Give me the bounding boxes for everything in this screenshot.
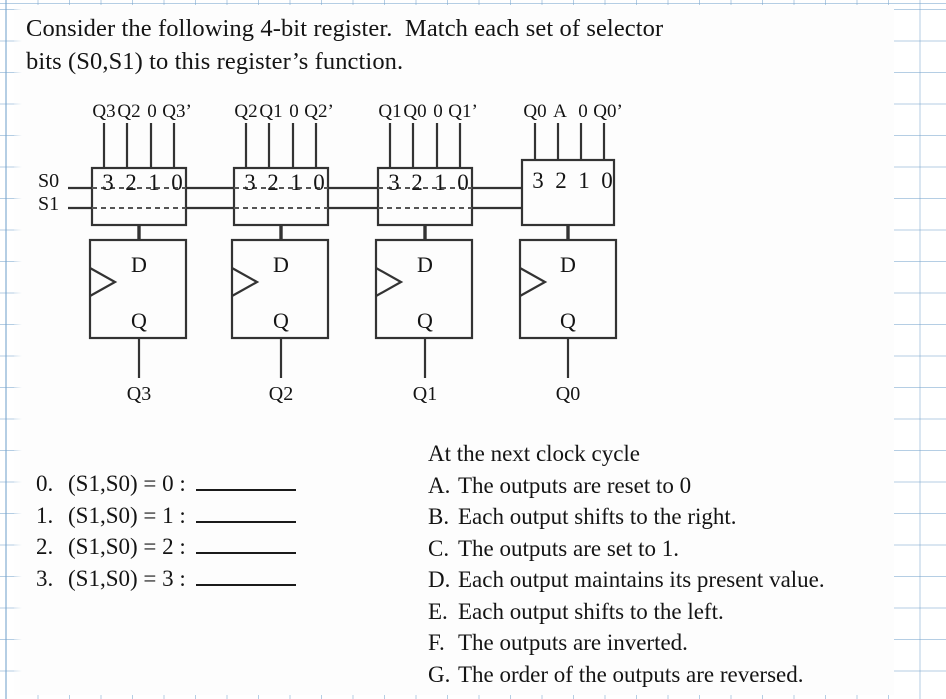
stage4-mux-port-3: 3 bbox=[532, 168, 544, 193]
stage1-mux-port-3: 3 bbox=[102, 170, 114, 195]
stage4-output-label: Q0 bbox=[556, 383, 580, 405]
stage4-ff-d-label: D bbox=[560, 252, 576, 277]
stage4-input-label-0: Q0 bbox=[523, 101, 546, 122]
selector-text-3: (S1,S0) = 3 : bbox=[68, 565, 186, 591]
answer-option-c[interactable]: C. The outputs are set to 1. bbox=[428, 533, 825, 565]
stage1-output-label: Q3 bbox=[127, 383, 151, 405]
selector-row-3: 3. (S1,S0) = 3 : bbox=[36, 563, 296, 595]
stage1-mux-port-1: 1 bbox=[148, 170, 160, 195]
selector-text-2: (S1,S0) = 2 : bbox=[68, 534, 186, 559]
stage1-input-label-3: Q3’ bbox=[162, 101, 192, 122]
answer-option-b[interactable]: B. Each output shifts to the right. bbox=[428, 501, 825, 533]
stage2-mux-port-0: 0 bbox=[313, 170, 325, 195]
answer-letter-g: G. bbox=[428, 661, 451, 687]
answers-heading: At the next clock cycle bbox=[428, 441, 641, 466]
answer-text-a: The outputs are reset to 0 bbox=[458, 472, 692, 498]
answer-letter-c: C. bbox=[428, 535, 450, 561]
stage3-input-label-1: Q0 bbox=[403, 101, 426, 122]
stage4-mux-port-0: 0 bbox=[601, 168, 613, 193]
answer-text-b: Each output shifts to the right. bbox=[458, 504, 737, 529]
stage3-ff-d-label: D bbox=[417, 252, 433, 277]
selector-row-2: 2. (S1,S0) = 2 : bbox=[36, 531, 296, 563]
answer-option-f[interactable]: F. The outputs are inverted. bbox=[428, 627, 825, 659]
page-surface bbox=[14, 5, 894, 695]
selector-row-0: 0. (S1,S0) = 0 : bbox=[36, 468, 296, 500]
stage2-input-label-1: Q1 bbox=[259, 101, 282, 122]
stage3-mux-port-2: 2 bbox=[411, 170, 423, 195]
answer-text-g: The order of the outputs are reversed. bbox=[458, 661, 804, 687]
stage2-clock-triangle bbox=[231, 267, 260, 297]
selector-number-2: 2. bbox=[36, 534, 54, 559]
stage3-ff-q-label: Q bbox=[417, 308, 433, 333]
stage4-clock-triangle bbox=[519, 267, 548, 297]
stage2-output-label: Q2 bbox=[269, 383, 293, 405]
stage1-ff-q-label: Q bbox=[131, 308, 147, 333]
stage1-mux-port-0: 0 bbox=[171, 170, 183, 195]
stage2-mux-port-2: 2 bbox=[267, 170, 279, 195]
selector-answer-blank-2[interactable] bbox=[195, 535, 296, 554]
answer-option-g[interactable]: G. The order of the outputs are reversed… bbox=[428, 659, 825, 691]
stage3-output-label: Q1 bbox=[413, 383, 437, 405]
answer-letter-f: F. bbox=[428, 630, 445, 655]
answer-option-d[interactable]: D. Each output maintains its present val… bbox=[428, 564, 825, 596]
stage4-input-label-3: Q0’ bbox=[593, 101, 623, 122]
stage1-input-label-0: Q3 bbox=[92, 101, 115, 122]
selector-answer-blank-0[interactable] bbox=[195, 472, 296, 491]
selector-text-1: (S1,S0) = 1 : bbox=[68, 502, 186, 528]
stage2-mux-port-3: 3 bbox=[244, 170, 256, 195]
stage1-mux-port-2: 2 bbox=[125, 170, 137, 195]
stage3-input-label-3: Q1’ bbox=[448, 101, 478, 122]
stage4-mux-port-1: 1 bbox=[578, 168, 590, 193]
stage1-input-label-1: Q2 bbox=[117, 101, 140, 122]
selector-answer-blank-1[interactable] bbox=[195, 504, 296, 523]
prompt-line-2: bits (S0,S1) to this register’s function… bbox=[26, 48, 404, 75]
stage2-input-label-2: 0 bbox=[289, 101, 299, 122]
selector-text-0: (S1,S0) = 0 : bbox=[68, 471, 186, 496]
stage4-input-label-2: 0 bbox=[578, 101, 588, 122]
selector-number-1: 1. bbox=[36, 502, 54, 528]
answer-text-f: The outputs are inverted. bbox=[458, 630, 688, 655]
stage2-input-label-0: Q2 bbox=[234, 101, 257, 122]
selector-bits-match-list: 0. (S1,S0) = 0 : 1. (S1,S0) = 1 : 2. (S1… bbox=[36, 468, 296, 594]
stage3-input-label-0: Q1 bbox=[378, 101, 401, 122]
stage4-ff-q-label: Q bbox=[560, 308, 576, 333]
stage3-mux-port-3: 3 bbox=[388, 170, 400, 195]
question-prompt: Consider the following 4-bit register. M… bbox=[26, 12, 786, 78]
stage3-mux-port-1: 1 bbox=[434, 170, 446, 195]
prompt-line-1: Consider the following 4-bit register. M… bbox=[26, 15, 664, 42]
stage3-mux-port-0: 0 bbox=[457, 170, 469, 195]
stage4-mux-port-2: 2 bbox=[555, 168, 567, 193]
answer-letter-d: D. bbox=[428, 567, 451, 592]
select-label-s1: S1 bbox=[38, 193, 59, 215]
select-label-s0: S0 bbox=[38, 170, 59, 192]
answer-text-d: Each output maintains its present value. bbox=[458, 567, 825, 592]
selector-answer-blank-3[interactable] bbox=[195, 567, 296, 586]
stage3-clock-triangle bbox=[375, 267, 404, 297]
stage2-ff-q-label: Q bbox=[273, 308, 289, 333]
stage3-input-label-2: 0 bbox=[433, 101, 443, 122]
stage2-mux-port-1: 1 bbox=[290, 170, 302, 195]
stage4-input-label-1: A bbox=[553, 101, 567, 122]
stage2-input-label-3: Q2’ bbox=[304, 101, 334, 122]
selector-number-0: 0. bbox=[36, 471, 54, 496]
register-circuit-diagram: S0 S1 Q3 Q2 0 Q3’ Q2 Q1 0 Q2’ Q1 Q0 0 Q1… bbox=[0, 100, 700, 420]
answer-letter-e: E. bbox=[428, 598, 448, 624]
answer-letter-a: A. bbox=[428, 472, 451, 498]
stage1-clock-triangle bbox=[89, 267, 118, 297]
stage2-ff-d-label: D bbox=[273, 252, 289, 277]
stage1-input-label-2: 0 bbox=[147, 101, 157, 122]
answer-text-e: Each output shifts to the left. bbox=[458, 598, 724, 624]
stage1-ff-d-label: D bbox=[131, 252, 147, 277]
selector-number-3: 3. bbox=[36, 565, 54, 591]
answer-text-c: The outputs are set to 1. bbox=[458, 535, 680, 561]
answer-options-list: At the next clock cycle A. The outputs a… bbox=[428, 438, 825, 690]
selector-row-1: 1. (S1,S0) = 1 : bbox=[36, 500, 296, 532]
answer-option-a[interactable]: A. The outputs are reset to 0 bbox=[428, 470, 825, 502]
answer-letter-b: B. bbox=[428, 504, 450, 529]
answer-option-e[interactable]: E. Each output shifts to the left. bbox=[428, 596, 825, 628]
